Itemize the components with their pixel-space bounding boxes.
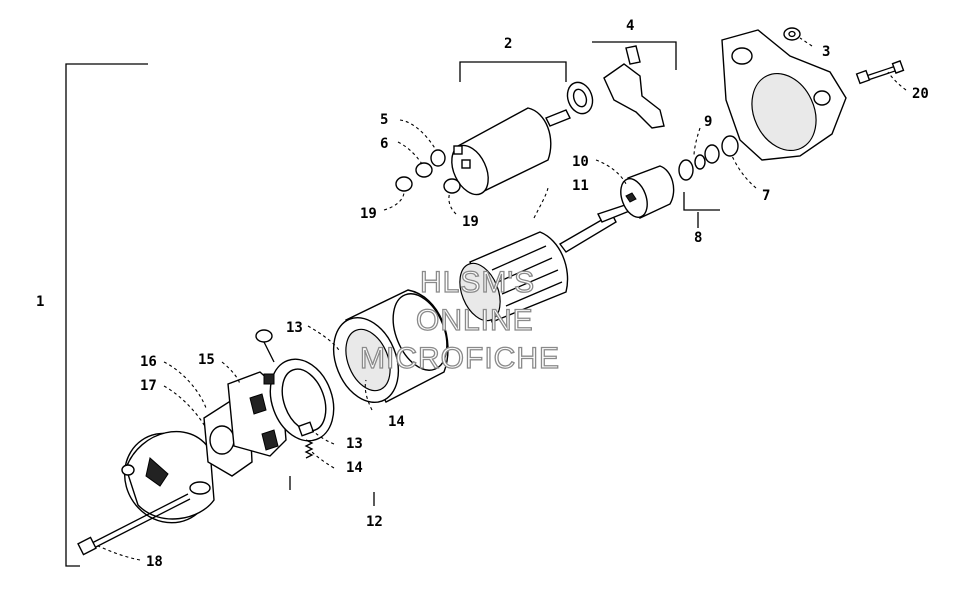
- watermark-line-1: HLSM'S: [420, 266, 535, 299]
- watermark-line-3: MICROFICHE: [360, 342, 560, 375]
- drive-housing: [721, 29, 847, 161]
- bracket-assembly-1: [65, 63, 148, 567]
- overrunning-clutch-10: [620, 165, 675, 219]
- callout-19-right: 19: [462, 214, 479, 230]
- small-parts-7-9: [678, 135, 739, 181]
- callout-9: 9: [704, 114, 712, 130]
- callout-17: 17: [140, 378, 157, 394]
- callout-3: 3: [822, 44, 830, 60]
- callout-20: 20: [912, 86, 929, 102]
- callout-1: 1: [36, 294, 44, 310]
- callout-14-upper: 14: [388, 414, 405, 430]
- brush-and-spring: [297, 421, 315, 459]
- nut-3: [783, 27, 801, 41]
- washers-5-6: [415, 149, 446, 178]
- shift-lever-4: [603, 45, 665, 129]
- through-bolt-18: [77, 493, 191, 556]
- callout-13-lower: 13: [346, 436, 363, 452]
- callout-14-lower: 14: [346, 460, 363, 476]
- callout-13-upper: 13: [286, 320, 303, 336]
- leader-lines: [97, 37, 907, 561]
- callout-labels: 1 2 3 4 5 6 7 8 9 10 11 12 13 13 14 14 1…: [36, 18, 929, 570]
- callout-19-left: 19: [360, 206, 377, 222]
- callout-4: 4: [626, 18, 634, 34]
- callout-7: 7: [762, 188, 770, 204]
- callout-2: 2: [504, 36, 512, 52]
- callout-6: 6: [380, 136, 388, 152]
- callout-18: 18: [146, 554, 163, 570]
- field-housing: [332, 289, 449, 404]
- rear-end-cover: [121, 430, 215, 524]
- callout-8: 8: [694, 230, 702, 246]
- callout-15: 15: [198, 352, 215, 368]
- nuts-19: [395, 176, 461, 194]
- solenoid-2: [451, 81, 594, 196]
- bolt-20: [855, 60, 905, 85]
- callout-11: 11: [572, 178, 589, 194]
- callout-5: 5: [380, 112, 388, 128]
- callout-16: 16: [140, 354, 157, 370]
- brush-ring: [255, 329, 335, 442]
- callout-10: 10: [572, 154, 589, 170]
- watermark: HLSM'S ONLINE MICROFICHE: [359, 265, 560, 375]
- watermark-line-2: ONLINE: [416, 304, 534, 337]
- callout-12: 12: [366, 514, 383, 530]
